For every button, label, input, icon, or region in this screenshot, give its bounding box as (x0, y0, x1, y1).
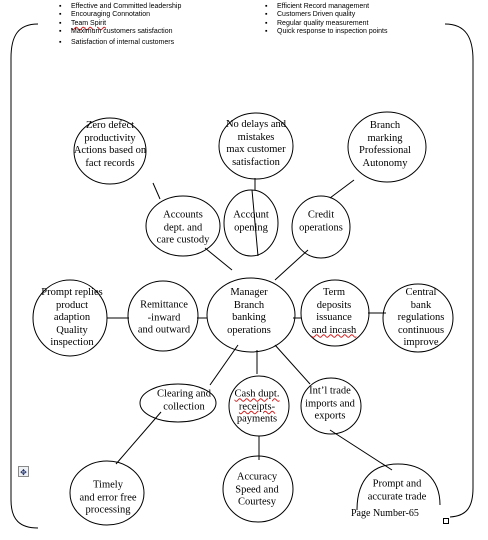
bullet-item: Encouraging Connotation (58, 11, 181, 20)
bullet-item: Regular quality measurement (264, 20, 388, 29)
right-brace (444, 23, 474, 518)
node-accounts (145, 195, 221, 257)
node-cash (228, 375, 290, 437)
connector (329, 179, 355, 199)
node-prompt-replies (32, 279, 108, 357)
connector (115, 411, 162, 465)
bullet-item: Maximum customers satisfaction (58, 28, 181, 37)
bullet-item: Efficient Record management (264, 3, 388, 12)
connector (204, 247, 233, 271)
node-clearing (139, 383, 217, 423)
bullet-item: Quick response to inspection points (264, 28, 388, 37)
bullet-list-left: Effective and Committed leadership Encou… (58, 3, 181, 47)
node-zero-defect (73, 117, 147, 185)
node-no-delays (218, 112, 294, 180)
node-center (206, 277, 296, 353)
connector (152, 182, 161, 200)
left-brace (10, 23, 39, 529)
node-branch-marking (347, 111, 427, 183)
page-number: Page Number-65 (351, 508, 419, 519)
connector (329, 429, 393, 471)
node-prompt-accurate (356, 463, 441, 511)
bullet-item: Effective and Committed leadership (58, 3, 181, 12)
node-credit (291, 195, 351, 259)
resize-handle-icon[interactable] (443, 518, 449, 524)
node-term-deposits (300, 279, 370, 347)
connector (274, 344, 311, 385)
bullet-item: Team Spirit (58, 20, 181, 29)
connector (209, 344, 239, 386)
move-anchor-icon[interactable]: ✥ (18, 466, 29, 477)
connector (274, 249, 309, 281)
bullet-item: Customers Driven quality (264, 11, 388, 20)
bullet-list-right: Efficient Record management Customers Dr… (264, 3, 388, 37)
bullet-item: Satisfaction of internal customers (58, 39, 181, 48)
connector (251, 189, 259, 257)
node-intl-trade (300, 377, 362, 435)
node-central-bank (382, 283, 454, 353)
node-timely (69, 460, 145, 526)
node-remittance (127, 280, 199, 352)
node-accuracy (222, 455, 294, 523)
node-account-opening (223, 189, 279, 257)
label-cash: Cash dupt.receipts-payments (234, 388, 280, 425)
